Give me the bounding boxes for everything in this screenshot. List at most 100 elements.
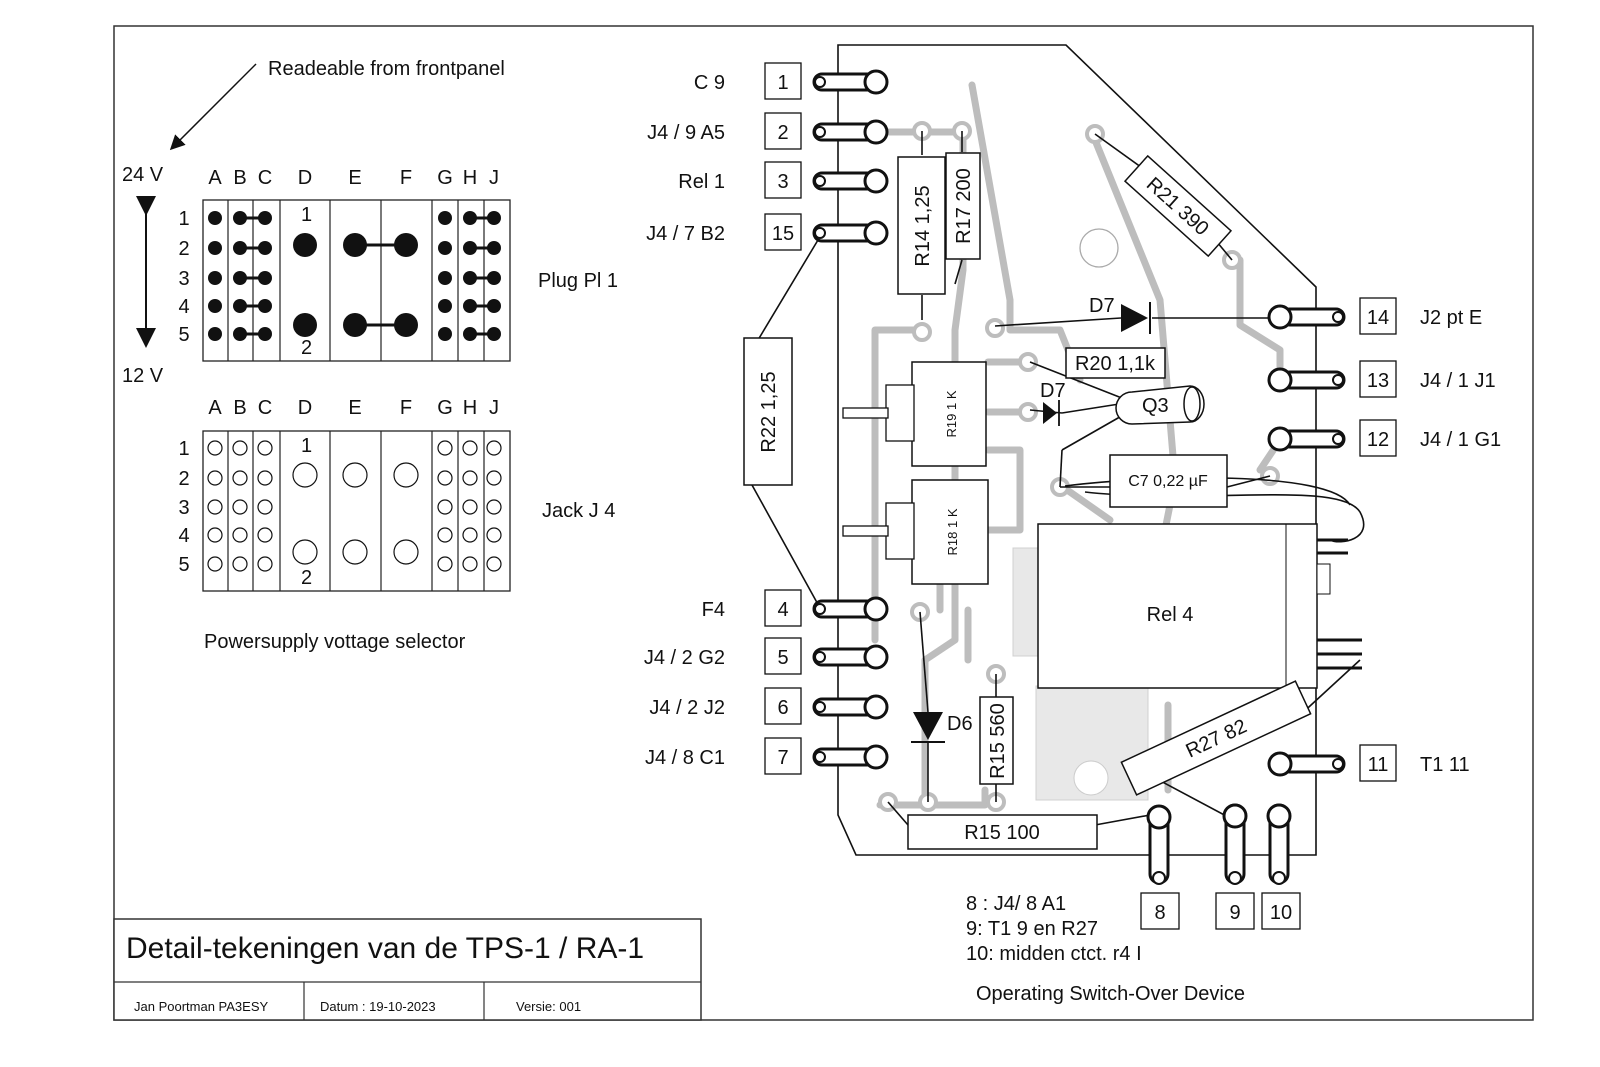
plug-pin [438, 211, 452, 225]
plug-col-J: J [489, 167, 499, 189]
author: Jan Poortman PA3ESY [134, 999, 268, 1014]
left-connector-num: 15 [772, 223, 794, 245]
left-connector-label: J4 / 2 G2 [644, 647, 725, 669]
jack-socket [437, 556, 453, 572]
bottom-connector-9-num: 9 [1229, 902, 1240, 924]
jack-socket [207, 556, 223, 572]
resistor-r17: R17 200 [945, 152, 981, 260]
jack-socket [232, 527, 248, 543]
jack-socket-large [292, 539, 318, 565]
note-9: 9: T1 9 en R27 [966, 918, 1098, 940]
jack-pins [207, 440, 502, 572]
resistor-r15-560: R15 560 [979, 696, 1014, 785]
jack-col-C: C [258, 397, 272, 419]
left-connector-7: 7J4 / 8 C1 [645, 737, 889, 775]
plug-pin-large [293, 233, 317, 257]
left-connector-5: 5J4 / 2 G2 [644, 637, 889, 675]
svg-text:Q3: Q3 [1142, 395, 1169, 417]
left-connector-4: 4F4 [702, 589, 889, 627]
plug-row-5: 5 [178, 324, 189, 346]
left-connector-label: C 9 [694, 72, 725, 94]
right-connector-label: J4 / 1 G1 [1420, 429, 1501, 451]
resistor-r14: R14 1,25 [897, 156, 946, 295]
plug-pin [438, 299, 452, 313]
left-connector-num: 3 [777, 171, 788, 193]
note-8: 8 : J4/ 8 A1 [966, 893, 1066, 915]
jack-socket [462, 499, 478, 515]
left-connector-num: 1 [777, 72, 788, 94]
plug-pin [438, 327, 452, 341]
bottom-connectors: 8 9 10 [1140, 803, 1301, 930]
left-connector-1: 1 C 9 [694, 62, 889, 100]
bottom-connector-8: 8 [1140, 804, 1180, 930]
jack-socket [486, 527, 502, 543]
jack-socket [232, 499, 248, 515]
resistor-r27: R27 82 [1120, 680, 1312, 796]
jack-col-H: H [463, 397, 477, 419]
resistor-r20: R20 1,1k [1065, 347, 1166, 379]
jack-socket-large [292, 462, 318, 488]
trimmer-r19: R19 1 K [842, 361, 987, 467]
plug-row-2: 2 [178, 238, 189, 260]
plug-col-F: F [400, 167, 412, 189]
jack-socket-large [342, 539, 368, 565]
solder-pads [878, 121, 1280, 812]
drawing-title: Detail-tekeningen van de TPS-1 / RA-1 [126, 932, 644, 965]
jack-socket [257, 470, 273, 486]
right-connector-num: 13 [1367, 370, 1389, 392]
jack-socket-large [342, 462, 368, 488]
plug-pin [208, 327, 222, 341]
jack-col-A: A [208, 397, 222, 419]
jack-col-F: F [400, 397, 412, 419]
plug-pin [208, 299, 222, 313]
plug-pin [208, 271, 222, 285]
jack-socket [437, 470, 453, 486]
jack-socket [232, 440, 248, 456]
plug-d-bottom: 2 [301, 337, 312, 359]
board-outline [837, 44, 1317, 856]
left-connector-2: 2 J4 / 9 A5 [647, 112, 889, 150]
version: Versie: 001 [516, 999, 581, 1014]
jack-col-J: J [489, 397, 499, 419]
svg-text:R19 1 K: R19 1 K [944, 390, 959, 437]
relay-rel4: Rel 4 [1037, 523, 1362, 689]
drawing-frame [113, 25, 1534, 1021]
jack-row-4: 4 [178, 525, 189, 547]
plug-col-H: H [463, 167, 477, 189]
volt-bottom-label: 12 V [122, 365, 164, 387]
plug-pin [438, 241, 452, 255]
jack-socket [207, 527, 223, 543]
left-connector-num: 6 [777, 697, 788, 719]
jack-socket [207, 499, 223, 515]
resistor-r21: R21 390 [1123, 154, 1233, 258]
note-10: 10: midden ctct. r4 I [966, 943, 1142, 965]
left-connector-num: 7 [777, 747, 788, 769]
svg-text:D6: D6 [947, 713, 973, 735]
right-connector-num: 14 [1367, 307, 1389, 329]
plug-pin [208, 211, 222, 225]
board-caption: Operating Switch-Over Device [976, 983, 1245, 1005]
plug-label: Plug Pl 1 [538, 270, 618, 292]
right-connector-label: T1 11 [1420, 754, 1470, 776]
svg-text:Rel 4: Rel 4 [1147, 604, 1194, 626]
mounting-hole [1079, 228, 1119, 268]
jack-row-5: 5 [178, 554, 189, 576]
left-connector-num: 2 [777, 122, 788, 144]
bottom-connector-10: 10 [1261, 803, 1301, 930]
selector-caption: Powersupply vottage selector [204, 631, 466, 653]
jack-socket [232, 556, 248, 572]
plug-row-4: 4 [178, 296, 189, 318]
jack-socket [232, 470, 248, 486]
left-connector-label: J4 / 9 A5 [647, 122, 725, 144]
jack-col-B: B [233, 397, 246, 419]
plug-col-G: G [437, 167, 453, 189]
plug-col-D: D [298, 167, 312, 189]
svg-text:R22 1,25: R22 1,25 [758, 371, 780, 452]
right-connector-num: 12 [1367, 429, 1389, 451]
